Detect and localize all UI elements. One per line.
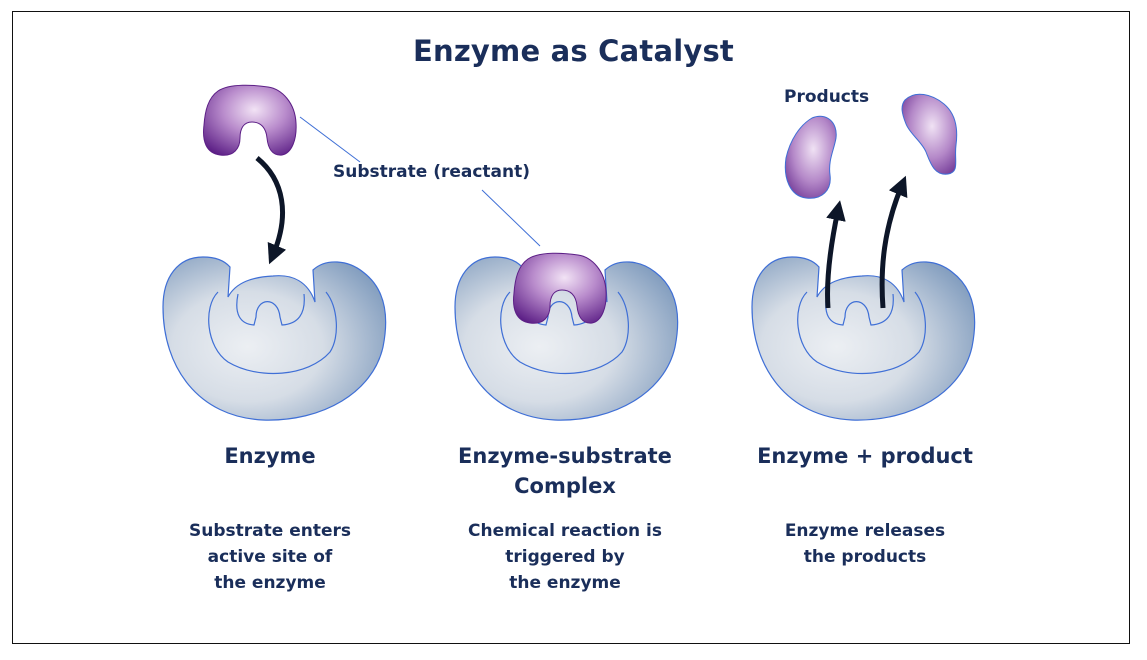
release-arrow-2: [879, 175, 908, 309]
stage-1-desc-line-1: Substrate enters: [189, 521, 351, 541]
stage-3-name: Enzyme + product: [735, 441, 995, 471]
substrate-shape-1: [203, 84, 297, 156]
products-label: Products: [784, 87, 870, 107]
substrate-label: Substrate (reactant): [333, 162, 531, 182]
stage-1-name-line: Enzyme: [224, 444, 316, 468]
diagram-title: Enzyme as Catalyst: [413, 34, 734, 68]
stage-2-name-line-2: Complex: [514, 474, 616, 498]
stage-3-desc-line-1: Enzyme releases: [784, 521, 946, 541]
stage-1-desc-line-3: the enzyme: [214, 573, 326, 593]
stage-2-desc-line-3: the enzyme: [509, 573, 621, 593]
stage-2-name: Enzyme-substrate Complex: [430, 441, 700, 501]
stage-1-name: Enzyme: [150, 441, 390, 471]
stage-1-description: Substrate enters active site of the enzy…: [140, 518, 400, 596]
stage-2-desc-line-2: triggered by: [505, 547, 625, 567]
stage-2-description: Chemical reaction is triggered by the en…: [430, 518, 700, 596]
entry-arrow: [255, 156, 287, 265]
pointer-line-2: [481, 189, 541, 247]
stage-3-name-line: Enzyme + product: [757, 444, 973, 468]
stage-2-name-line-1: Enzyme-substrate: [458, 444, 672, 468]
figure-frame: [12, 11, 1130, 644]
enzyme-shape-1: [162, 256, 387, 421]
product-shape-1: [784, 115, 837, 199]
pointer-line-1: [299, 116, 361, 163]
release-arrow-1: [825, 200, 846, 309]
product-shape-2: [901, 93, 958, 175]
enzyme-shape-3: [751, 256, 976, 421]
stage-2-desc-line-1: Chemical reaction is: [467, 521, 662, 541]
stage-3-description: Enzyme releases the products: [735, 518, 995, 570]
stage-3-desc-line-2: the products: [803, 547, 927, 567]
stage-1-desc-line-2: active site of: [207, 547, 333, 567]
